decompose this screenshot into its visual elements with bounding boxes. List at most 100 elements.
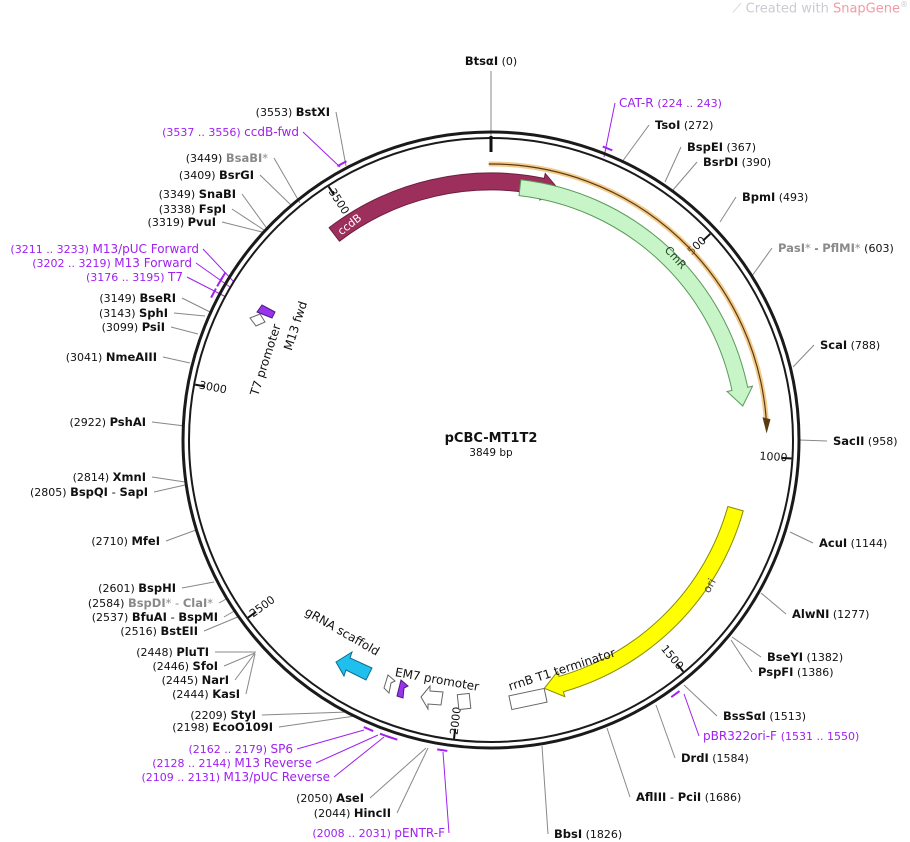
scale-tick-label: 2500 [247,593,277,620]
site-leader [151,421,186,427]
site-leader [730,639,753,673]
cmr-arrow [518,179,754,407]
restriction-site-label: BspEI (367) [687,140,756,154]
site-leader [541,745,549,835]
scale-tick-label: 3500 [326,186,352,217]
restriction-site-label: (2209) StyI [190,708,256,722]
primer-label: (3202 .. 3219) M13 Forward [32,256,192,270]
plasmid-length: 3849 bp [469,447,513,459]
restriction-site-label: (2044) HincII [314,806,391,820]
scale-tick [453,728,457,739]
primer-label: (3176 .. 3195) T7 [86,270,183,284]
primer-mark-m13puc-fwd [219,271,227,282]
feature-label: EM7 promoter [394,665,480,694]
restriction-site-label: BseYI (1382) [767,650,843,664]
primer-mark-ccdb-fwd [336,160,347,167]
scale-tick [781,456,792,460]
scale-tick [702,233,711,242]
restriction-site-label: PasI* - PflMI* (603) [778,241,894,255]
site-leader [221,221,263,233]
restriction-site-label: TsoI (272) [655,118,713,132]
site-leader [792,344,815,368]
scale-tick-label: 2000 [448,706,464,735]
site-leader [789,531,814,544]
grna-scaffold-arrow [335,650,373,681]
restriction-site-label: (2601) BspHI [98,581,176,595]
site-leader [234,652,256,681]
primer-leader [442,751,450,834]
scale-tick [676,663,685,673]
t7-promoter-arrow [249,313,266,327]
site-leader [231,208,265,231]
primer-label: (2109 .. 2131) M13/pUC Reverse [141,770,330,784]
feature-label: T7 promoter [247,322,284,398]
feature-label: M13 fwd [281,299,310,352]
scale-tick-label: 3000 [198,379,228,397]
site-leader [278,715,356,728]
restriction-site-label: SacII (958) [833,434,898,448]
watermark-brand: SnapGene [832,1,900,17]
site-leader [165,529,197,542]
scale-tick [327,186,335,196]
site-leader [261,711,349,716]
restriction-site-label: BsrDI (390) [703,155,771,169]
scale-tick-label: 1000 [759,450,788,465]
restriction-site-label: (2584) BspDI* - ClaI* [88,596,213,610]
primer-leader [333,736,385,778]
site-leader [335,111,347,167]
primer-mark-sp6 [363,726,374,733]
restriction-site-label: (2050) AseI [296,791,364,805]
restriction-site-label: (3149) BseRI [99,291,176,305]
site-leader [245,653,256,695]
site-leader [173,312,206,317]
primer-label: CAT-R (224 .. 243) [619,96,722,110]
site-leader [731,636,762,658]
restriction-site-label: (2537) BfuAI - BspMI [92,610,218,624]
restriction-site-label: (2516) BstEII [120,624,198,638]
restriction-site-label: BtsαI (0) [465,54,517,68]
site-leader [273,157,301,204]
primer-leader [302,131,341,168]
restriction-site-label: (2446) SfoI [152,659,218,673]
site-leader [241,193,269,231]
restriction-site-label: BpmI (493) [742,190,808,204]
scale-tick-label: 1500 [658,642,686,672]
primer-mark-cat-r [602,145,613,152]
cmr-highlight-arrow-icon [762,417,771,434]
site-leader [655,704,676,759]
m13-fwd-arrow [256,304,276,319]
watermark-mark: ® [900,0,908,9]
em7-arrow [396,679,409,699]
site-leader [170,326,199,335]
restriction-site-label: (3338) FspI [159,202,226,216]
site-leader [162,356,191,364]
feature-label: gRNA scaffold [302,605,382,659]
restriction-site-label: BbsI (1826) [554,827,622,841]
primer-mark-pentr [437,748,448,752]
feature-label: ori [700,576,718,595]
restriction-site-label: (3553) BstXI [256,105,330,119]
site-leader [606,727,631,798]
site-leader [683,684,718,717]
plasmid-name: pCBC-MT1T2 [445,431,538,446]
site-leader [369,747,427,799]
site-leader [153,484,186,493]
site-leader [621,124,650,163]
promoter-outline-arrow [420,684,444,711]
site-leader [751,247,773,277]
primer-label: pBR322ori-F (1531 .. 1550) [703,729,859,743]
site-leader [719,196,737,223]
restriction-site-label: (2922) PshAI [69,415,146,429]
restriction-site-label: BssSαI (1513) [723,709,806,723]
site-leader [664,146,682,183]
restriction-site-label: (2805) BspQI - SapI [30,485,148,499]
site-leader [181,581,215,589]
watermark-prefix: Created with [745,1,829,17]
site-leader [760,592,787,615]
restriction-site-label: (2448) PluTI [136,645,209,659]
site-leader [798,439,828,442]
restriction-site-label: (3409) BsrGI [179,168,254,182]
scale-tick [247,610,257,619]
restriction-site-label: (3319) PvuI [148,215,216,229]
